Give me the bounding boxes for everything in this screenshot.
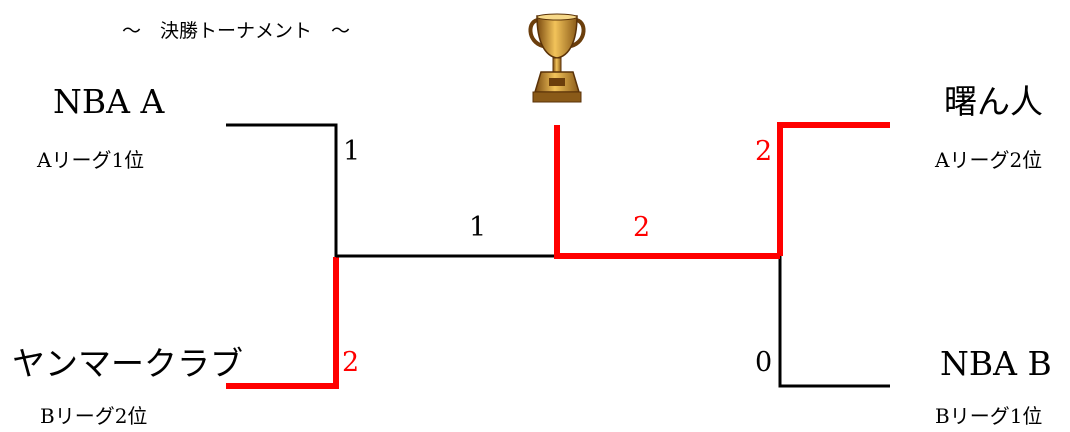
team-rank-nba-a: Aリーグ1位	[37, 150, 144, 170]
team-name-akebonnin: 曙ん人	[944, 85, 1043, 118]
bracket-line-right-final	[557, 125, 780, 256]
team-rank-yanmar-club: Bリーグ2位	[40, 406, 147, 426]
bracket-line-nba-a	[226, 125, 336, 257]
team-name-nba-a: NBA A	[53, 85, 164, 118]
team-rank-akebonnin: Aリーグ2位	[935, 150, 1042, 170]
bracket-line-nba-b	[780, 256, 890, 386]
score-right-semi-bottom: 0	[755, 349, 772, 376]
score-right-semi-top: 2	[755, 138, 772, 165]
team-rank-nba-b: Bリーグ1位	[935, 406, 1042, 426]
page-title: ～ 決勝トーナメント ～	[122, 22, 350, 41]
score-left-semi-top: 1	[343, 138, 360, 165]
team-name-yanmar-club: ヤンマークラブ	[12, 347, 243, 380]
score-left-semi-bottom: 2	[342, 349, 359, 376]
score-final-left: 1	[469, 214, 486, 241]
trophy-icon	[530, 14, 583, 102]
score-final-right: 2	[633, 214, 650, 241]
team-name-nba-b: NBA B	[940, 347, 1052, 380]
bracket-line-akebonnin	[780, 125, 890, 256]
